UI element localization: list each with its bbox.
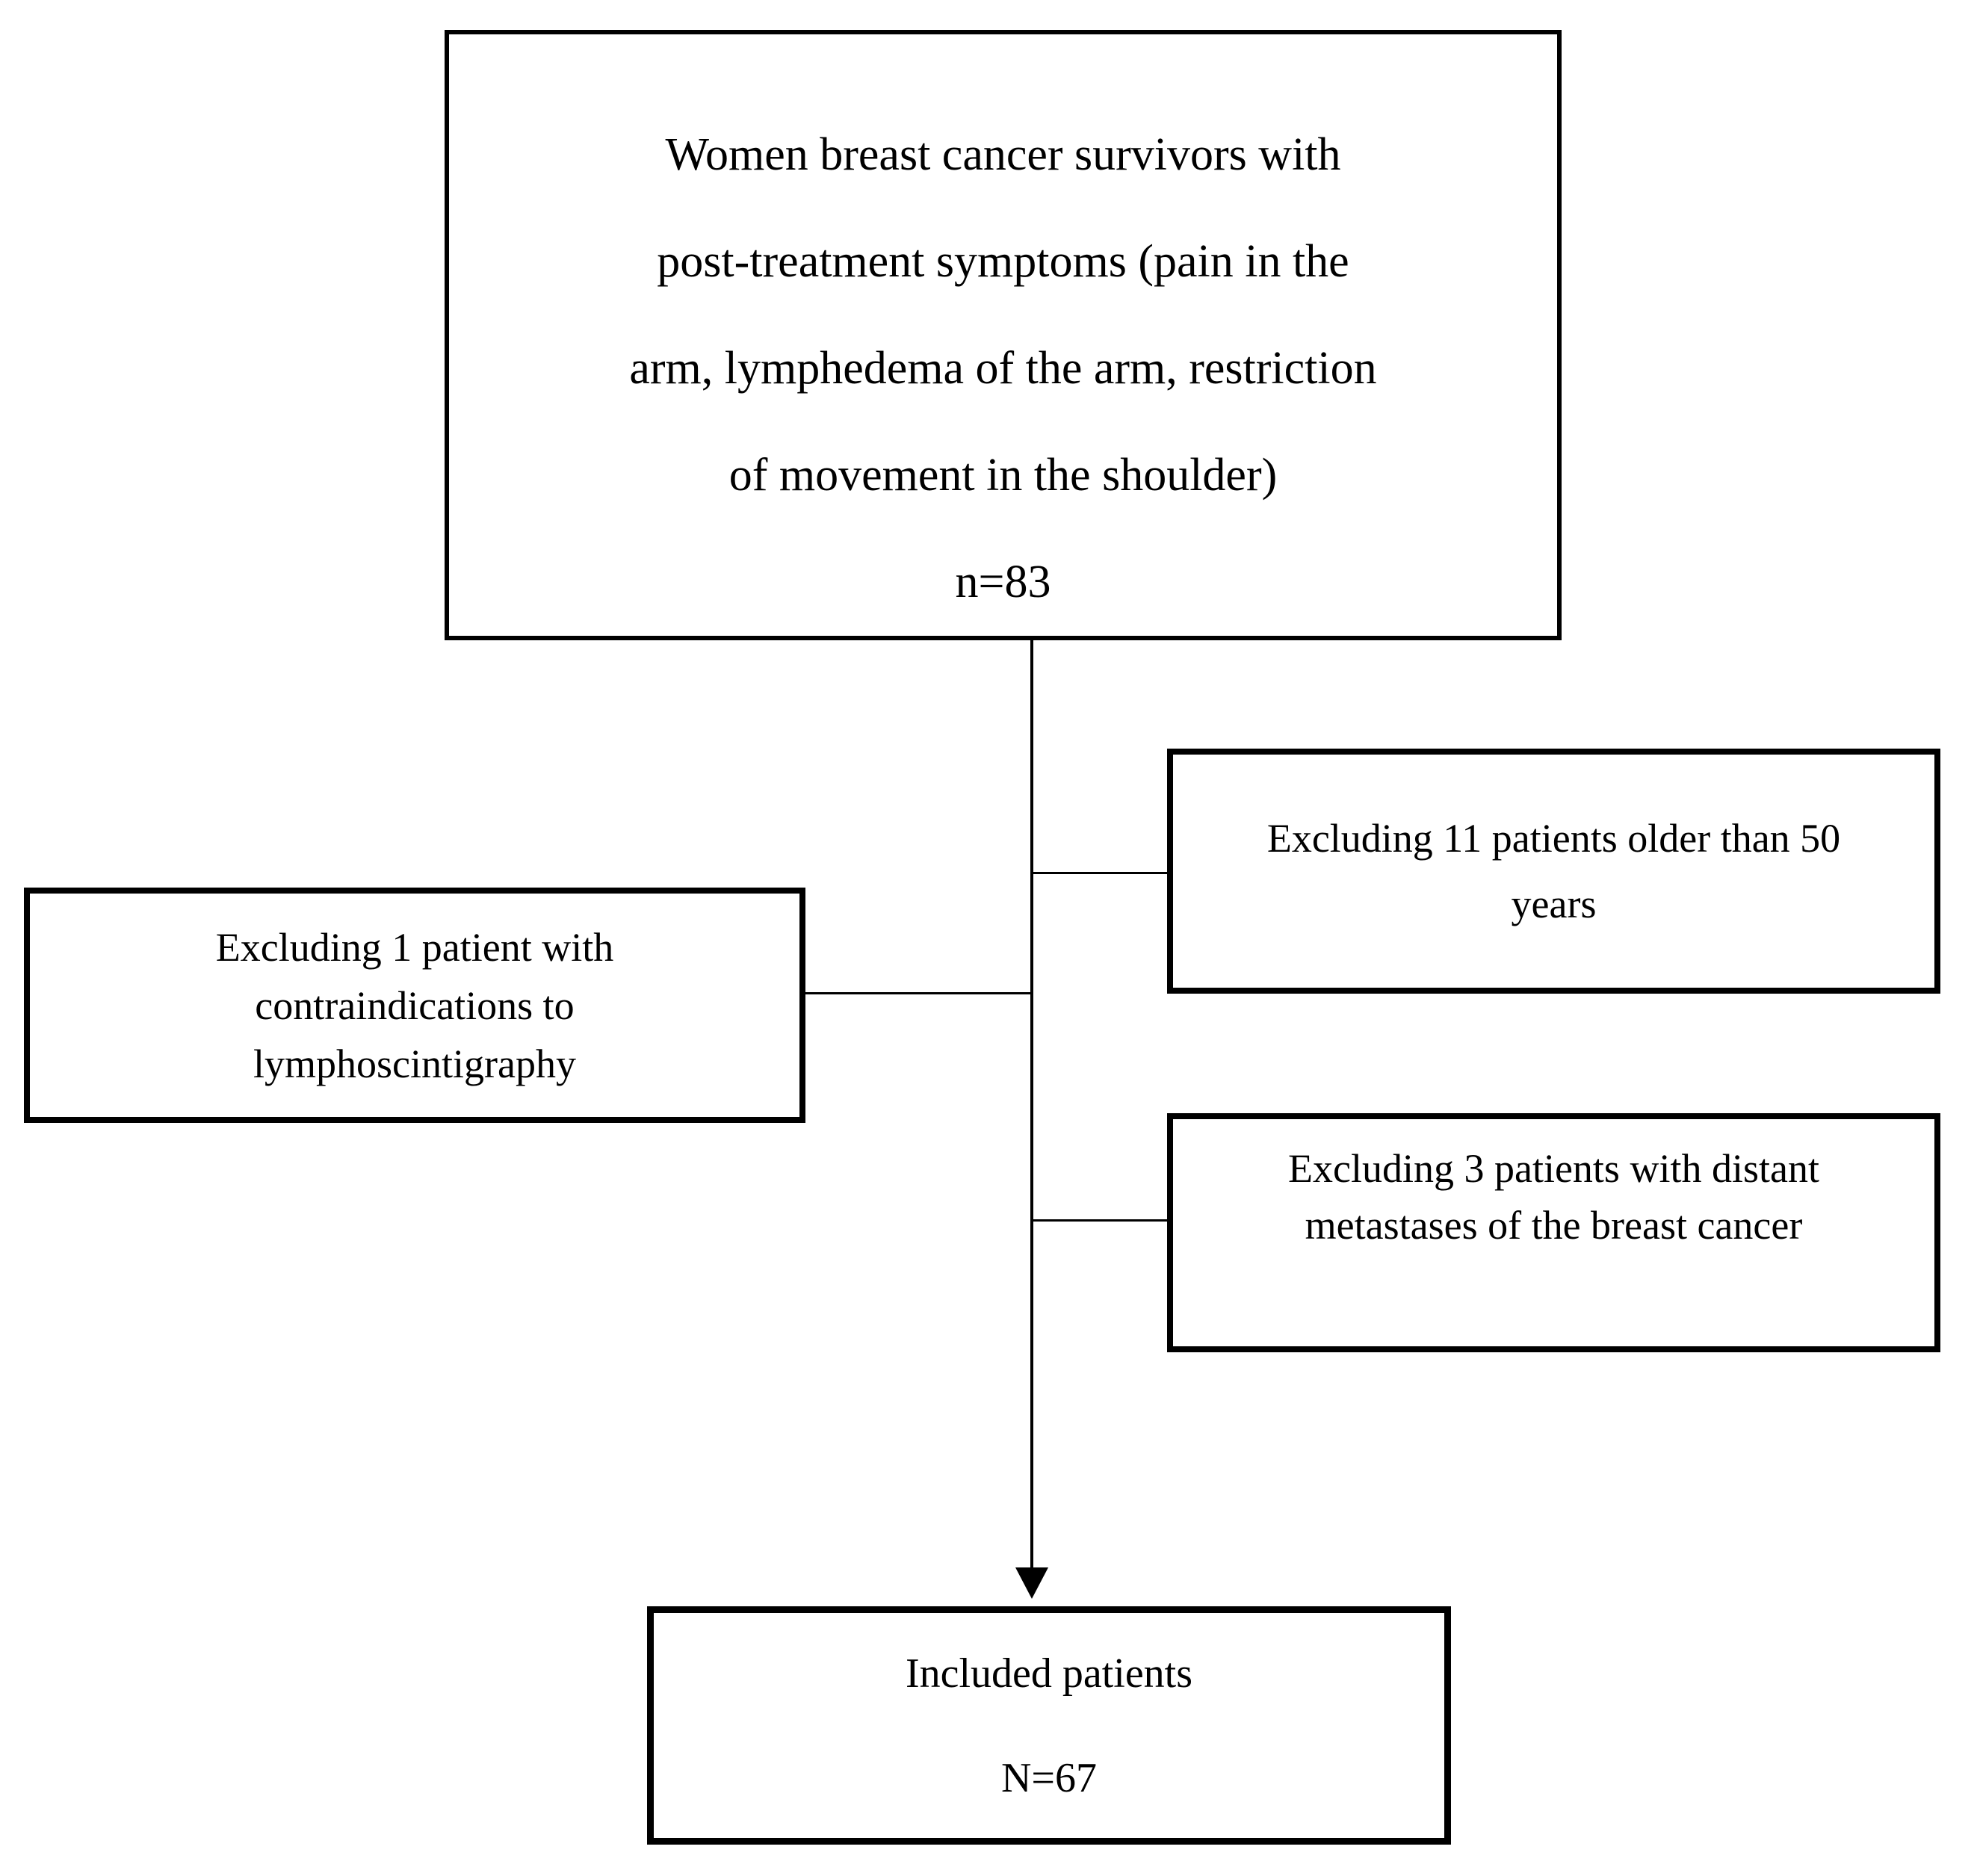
population-line-2: post-treatment symptoms (pain in the	[657, 236, 1349, 287]
excluded-age-line-1: Excluding 11 patients older than 50	[1266, 816, 1841, 861]
connector-excluded-metastases	[1032, 1219, 1167, 1222]
population-line-4: of movement in the shoulder)	[728, 450, 1278, 501]
excluded-metastases-line-2: metastases of the breast cancer	[1305, 1203, 1803, 1248]
population-line-1: Women breast cancer survivors with	[665, 129, 1341, 180]
flow-stem-line	[1030, 640, 1033, 1570]
population-box: Women breast cancer survivors with post-…	[445, 30, 1562, 640]
excluded-age-line-2: years	[1511, 882, 1597, 926]
excluded-contraindication-line-1: Excluding 1 patient with	[215, 924, 614, 970]
excluded-age-box: Excluding 11 patients older than 50 year…	[1167, 749, 1940, 994]
population-count: n=83	[955, 557, 1051, 607]
excluded-contraindication-line-3: lymphoscintigraphy	[253, 1041, 576, 1086]
connector-excluded-age	[1032, 872, 1167, 874]
included-patients-count: N=67	[1000, 1754, 1098, 1801]
included-patients-box: Included patients N=67	[647, 1606, 1451, 1845]
connector-excluded-contraindication	[805, 992, 1032, 994]
excluded-contraindication-box: Excluding 1 patient with contraindicatio…	[24, 888, 805, 1123]
excluded-metastases-line-1: Excluding 3 patients with distant	[1288, 1146, 1819, 1191]
population-line-3: arm, lymphedema of the arm, restriction	[629, 343, 1377, 394]
excluded-metastases-box: Excluding 3 patients with distant metast…	[1167, 1113, 1940, 1352]
excluded-contraindication-line-2: contraindications to	[255, 982, 575, 1028]
arrow-down-icon	[1015, 1567, 1048, 1599]
included-patients-title: Included patients	[905, 1650, 1193, 1697]
